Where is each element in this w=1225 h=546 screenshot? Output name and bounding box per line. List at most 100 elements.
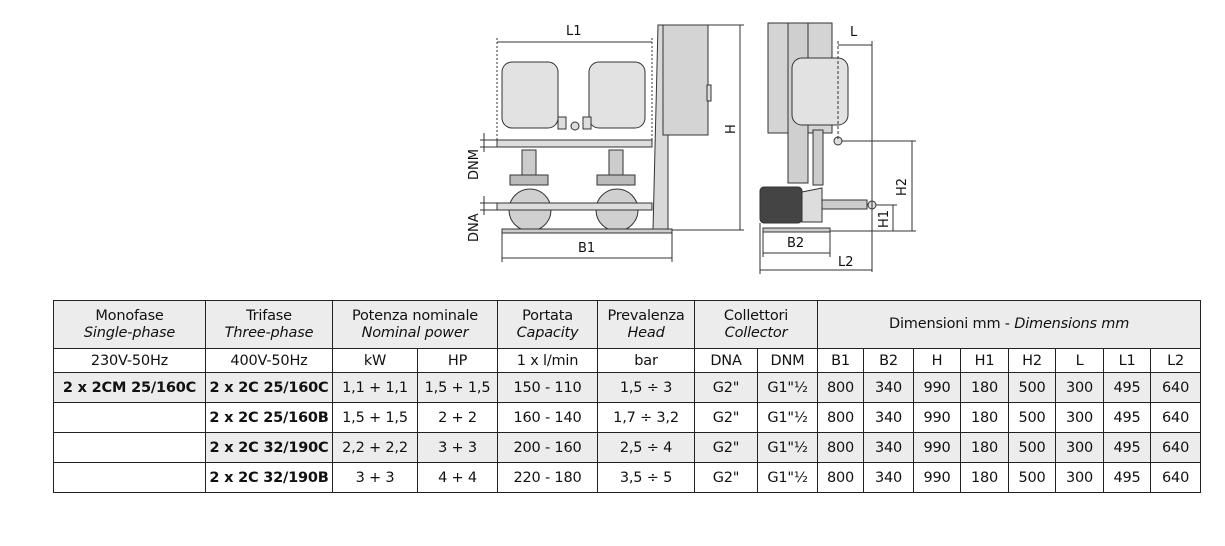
dim-label-l1: L1	[566, 24, 582, 39]
table-cell: 150 - 110	[497, 372, 599, 403]
table-cell: 200 - 160	[497, 432, 599, 463]
table-cell: G1"½	[757, 402, 819, 433]
dim-label-h2: H2	[895, 178, 910, 196]
dim-label-h: H	[724, 124, 739, 134]
table-cell: 500	[1008, 372, 1057, 403]
table-cell: 4 + 4	[416, 462, 499, 493]
table-cell: 180	[960, 462, 1010, 493]
table-cell: 1,1 + 1,1	[332, 372, 418, 403]
table-cell: 300	[1055, 462, 1105, 493]
unit-cell: 400V-50Hz	[205, 348, 333, 373]
table-cell: 300	[1055, 402, 1105, 433]
motor	[759, 186, 803, 224]
unit-cell: B2	[863, 348, 915, 373]
dim-label-b2: B2	[787, 236, 804, 251]
table-cell: 500	[1008, 432, 1057, 463]
three-phase-model-cell: 2 x 2C 32/190C	[205, 432, 333, 463]
table-cell: 2,2 + 2,2	[332, 432, 418, 463]
table-cell: 300	[1055, 372, 1105, 403]
table-cell: 1,5 + 1,5	[416, 372, 499, 403]
base-frame	[501, 228, 673, 234]
dim-label-l2: L2	[838, 255, 854, 270]
front-view	[480, 24, 744, 262]
table-cell: G1"½	[757, 372, 819, 403]
header-dimensions: Dimensioni mm - Dimensions mm	[817, 300, 1202, 349]
single-phase-model-cell	[53, 402, 206, 433]
unit-cell: 1 x l/min	[497, 348, 599, 373]
table-cell: 160 - 140	[497, 402, 599, 433]
unit-cell: L	[1055, 348, 1105, 373]
delivery-manifold	[496, 139, 653, 148]
tank-right	[588, 61, 646, 129]
table-cell: 500	[1008, 462, 1057, 493]
table-cell: 340	[863, 402, 915, 433]
suction-manifold	[496, 202, 653, 211]
table-cell: 640	[1150, 372, 1202, 403]
table-cell: G2"	[694, 402, 759, 433]
tank-left	[501, 61, 559, 129]
three-phase-model-cell: 2 x 2C 25/160B	[205, 402, 333, 433]
table-cell: 2 + 2	[416, 402, 499, 433]
table-cell: 300	[1055, 432, 1105, 463]
control-panel	[662, 24, 709, 136]
table-cell: 220 - 180	[497, 462, 599, 493]
table-cell: 340	[863, 372, 915, 403]
tank-side	[791, 57, 849, 126]
table-cell: 180	[960, 372, 1010, 403]
unit-cell: L2	[1150, 348, 1202, 373]
dim-label-l: L	[850, 25, 858, 40]
table-cell: 340	[863, 462, 915, 493]
dim-label-b1: B1	[578, 241, 595, 256]
table-cell: 800	[817, 432, 865, 463]
three-phase-model-cell: 2 x 2C 32/190B	[205, 462, 333, 493]
dim-label-h1: H1	[877, 210, 892, 228]
unit-cell: H	[913, 348, 962, 373]
table-cell: 1,5 + 1,5	[332, 402, 418, 433]
table-cell: 640	[1150, 402, 1202, 433]
table-cell: 640	[1150, 432, 1202, 463]
dim-label-dna: DNA	[467, 213, 482, 242]
unit-cell: DNM	[757, 348, 819, 373]
unit-cell: HP	[416, 348, 499, 373]
table-cell: G2"	[694, 432, 759, 463]
table-cell: 1,5 ÷ 3	[597, 372, 696, 403]
dim-label-dnm: DNM	[467, 149, 482, 180]
three-phase-model-cell: 2 x 2C 25/160C	[205, 372, 333, 403]
table-cell: 495	[1103, 462, 1152, 493]
pump-set-dimension-drawing: L1 H B1 DNM DNA L H2 H1 B2 L2	[467, 22, 916, 274]
unit-cell: bar	[597, 348, 696, 373]
table-cell: 800	[817, 372, 865, 403]
table-cell: 3 + 3	[416, 432, 499, 463]
table-cell: 800	[817, 462, 865, 493]
table-cell: 3 + 3	[332, 462, 418, 493]
table-cell: 495	[1103, 372, 1152, 403]
table-cell: 990	[913, 402, 962, 433]
table-cell: 640	[1150, 462, 1202, 493]
single-phase-model-cell: 2 x 2CM 25/160C	[53, 372, 206, 403]
table-cell: 2,5 ÷ 4	[597, 432, 696, 463]
unit-cell: H2	[1008, 348, 1057, 373]
table-cell: 3,5 ÷ 5	[597, 462, 696, 493]
table-cell: G1"½	[757, 432, 819, 463]
table-cell: G1"½	[757, 462, 819, 493]
table-cell: 495	[1103, 402, 1152, 433]
table-cell: 800	[817, 402, 865, 433]
side-view	[759, 22, 916, 274]
table-cell: 990	[913, 432, 962, 463]
table-cell: 990	[913, 462, 962, 493]
single-phase-model-cell	[53, 462, 206, 493]
table-cell: 1,7 ÷ 3,2	[597, 402, 696, 433]
table-cell: 495	[1103, 432, 1152, 463]
